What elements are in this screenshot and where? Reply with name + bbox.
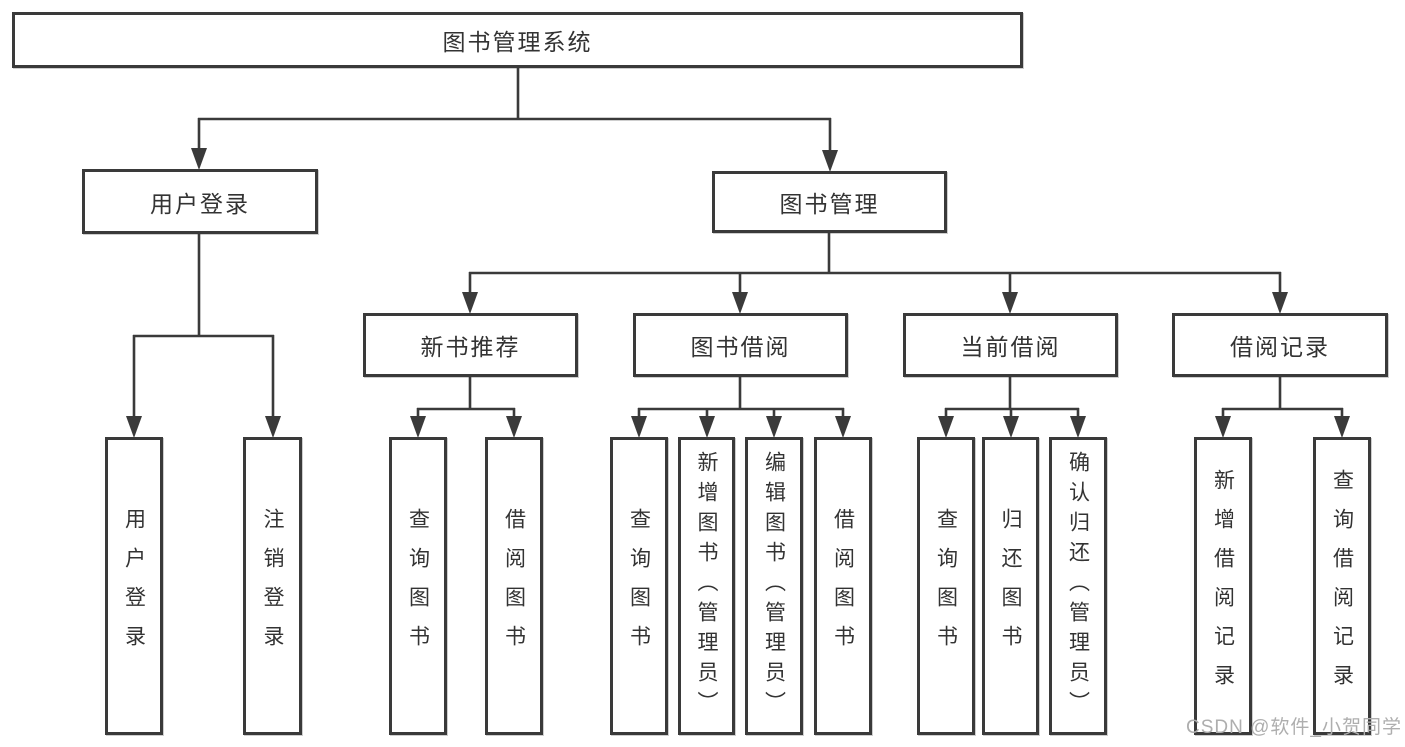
node-label: 新书推荐 bbox=[420, 334, 521, 360]
leaf-return-books: 归还图书 bbox=[982, 437, 1039, 735]
node-label: 图书管理系统 bbox=[442, 29, 593, 55]
node-label: 当前借阅 bbox=[960, 334, 1061, 360]
leaf-label: 新增图书（管理员） bbox=[695, 451, 718, 721]
node-library-management-system: 图书管理系统 bbox=[12, 12, 1023, 68]
leaf-borrow-books: 借阅图书 bbox=[814, 437, 872, 735]
leaf-label: 注销登录 bbox=[261, 508, 284, 664]
leaf-label: 新增借阅记录 bbox=[1211, 469, 1235, 703]
leaf-add-borrowing-record: 新增借阅记录 bbox=[1194, 437, 1252, 735]
leaf-search-books: 查询图书 bbox=[610, 437, 668, 735]
leaf-borrow-books: 借阅图书 bbox=[485, 437, 543, 735]
csdn-watermark: CSDN @软件_小贺同学 bbox=[1186, 717, 1402, 738]
leaf-label: 归还图书 bbox=[999, 508, 1022, 664]
node-user-login: 用户登录 bbox=[82, 169, 318, 234]
node-label: 用户登录 bbox=[150, 190, 250, 217]
leaf-label: 借阅图书 bbox=[502, 508, 526, 664]
leaf-label: 编辑图书（管理员） bbox=[762, 451, 786, 721]
leaf-edit-books-admin: 编辑图书（管理员） bbox=[745, 437, 803, 735]
leaf-search-books: 查询图书 bbox=[389, 437, 447, 735]
leaf-confirm-return-admin: 确认归还（管理员） bbox=[1049, 437, 1107, 735]
node-book-borrowing: 图书借阅 bbox=[633, 313, 848, 377]
leaf-label: 查询图书 bbox=[934, 508, 958, 664]
leaf-search-books: 查询图书 bbox=[917, 437, 975, 735]
leaf-label: 查询图书 bbox=[406, 508, 430, 664]
node-book-management: 图书管理 bbox=[712, 171, 947, 233]
leaf-user-login: 用户登录 bbox=[105, 437, 163, 735]
node-current-borrowing: 当前借阅 bbox=[903, 313, 1118, 377]
node-borrowing-records: 借阅记录 bbox=[1172, 313, 1388, 377]
leaf-search-borrowing-record: 查询借阅记录 bbox=[1313, 437, 1371, 735]
leaf-label: 借阅图书 bbox=[831, 508, 855, 664]
leaf-label: 用户登录 bbox=[122, 508, 146, 664]
node-new-book-recommendation: 新书推荐 bbox=[363, 313, 578, 377]
leaf-logout: 注销登录 bbox=[243, 437, 302, 735]
node-label: 图书管理 bbox=[779, 191, 880, 217]
leaf-label: 查询借阅记录 bbox=[1330, 469, 1354, 703]
leaf-label: 查询图书 bbox=[627, 508, 651, 664]
node-label: 图书借阅 bbox=[690, 334, 791, 360]
leaf-add-books-admin: 新增图书（管理员） bbox=[678, 437, 735, 735]
leaf-label: 确认归还（管理员） bbox=[1066, 451, 1090, 721]
node-label: 借阅记录 bbox=[1230, 334, 1330, 360]
